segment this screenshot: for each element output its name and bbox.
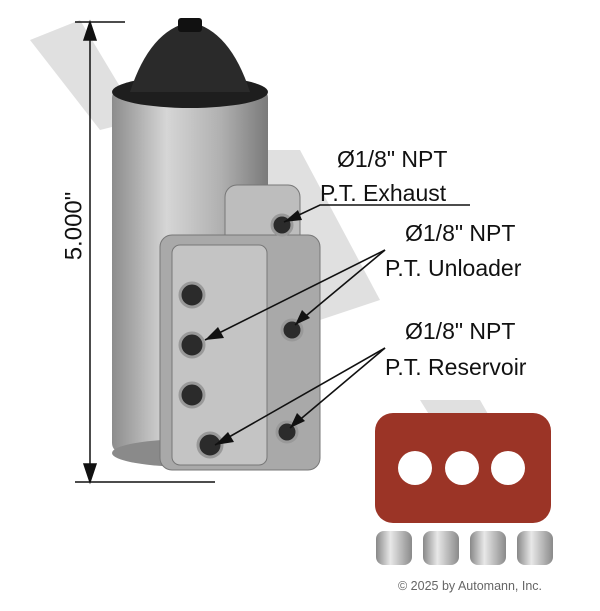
dimension-line xyxy=(75,19,215,485)
unloader-port-label: P.T. Unloader xyxy=(385,255,522,281)
gasket xyxy=(375,413,551,523)
ports xyxy=(178,213,304,459)
rubber-cap xyxy=(130,22,250,92)
height-dimension-label: 5.000" xyxy=(60,191,88,261)
reservoir-port-label: P.T. Reservoir xyxy=(385,354,527,380)
arrowheads xyxy=(205,210,310,445)
exhaust-size-label: Ø1/8" NPT xyxy=(337,146,448,172)
reservoir-size-label: Ø1/8" NPT xyxy=(405,318,516,344)
copyright-text: © 2025 by Automann, Inc. xyxy=(398,579,543,593)
unloader-size-label: Ø1/8" NPT xyxy=(405,220,516,246)
pipe-plugs xyxy=(376,531,553,565)
exhaust-port-label: P.T. Exhaust xyxy=(320,180,447,206)
